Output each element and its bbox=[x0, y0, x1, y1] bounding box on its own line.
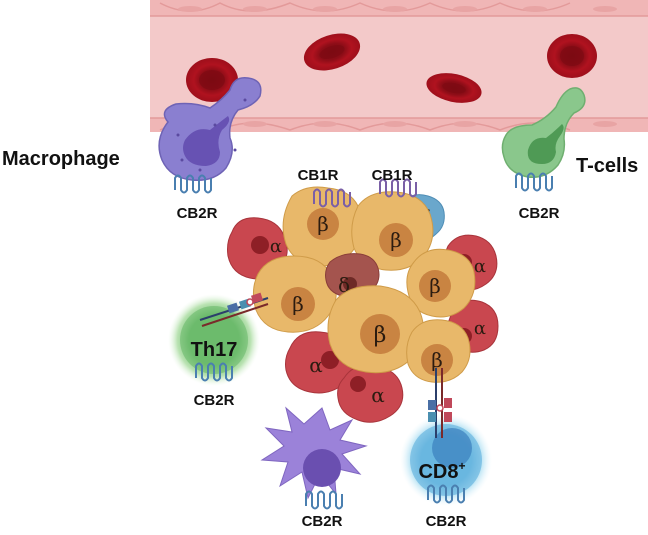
alpha-label: α bbox=[309, 353, 323, 377]
macrophage-cell bbox=[158, 77, 262, 194]
cb1r-receptor bbox=[313, 188, 351, 208]
cd8-text: CD8 bbox=[418, 461, 458, 483]
beta-label: β bbox=[431, 348, 443, 372]
cd8-t-cell: CD8+ bbox=[400, 414, 492, 506]
th17-cell: Th17 bbox=[168, 294, 260, 386]
beta-cell: β bbox=[351, 191, 434, 271]
macrophage-label: Macrophage bbox=[2, 148, 120, 170]
dendritic-cell bbox=[260, 406, 368, 510]
t-cells-label: T-cells bbox=[576, 155, 638, 177]
alpha-label: α bbox=[270, 236, 282, 257]
alpha-label: α bbox=[371, 383, 385, 407]
cb2r-label: CB2R bbox=[177, 205, 218, 222]
cb2r-label: CB2R bbox=[302, 513, 343, 530]
tcr-mhc-complex bbox=[199, 292, 269, 327]
beta-cell: β bbox=[282, 186, 363, 267]
red-blood-cell bbox=[426, 73, 482, 103]
cb2r-label: CB2R bbox=[426, 513, 467, 530]
cb2r-label: CB2R bbox=[519, 205, 560, 222]
red-blood-cell bbox=[186, 58, 238, 102]
beta-cell: β bbox=[406, 248, 476, 318]
cb1r-label: CB1R bbox=[372, 167, 413, 184]
alpha-label: α bbox=[474, 256, 486, 277]
beta-label: β bbox=[374, 323, 387, 348]
beta-label: β bbox=[317, 212, 329, 236]
alpha-cell: α bbox=[337, 364, 404, 423]
beta-label: β bbox=[390, 228, 402, 252]
beta-label: β bbox=[292, 292, 304, 316]
t-cell bbox=[501, 87, 586, 192]
cd8-superscript: + bbox=[459, 459, 466, 473]
cd8-label: CD8+ bbox=[418, 459, 465, 483]
beta-label: β bbox=[429, 274, 441, 298]
red-blood-cell bbox=[303, 33, 361, 71]
beta-cell: β bbox=[406, 319, 471, 383]
cb2r-label: CB2R bbox=[194, 392, 235, 409]
th17-label: Th17 bbox=[191, 339, 238, 361]
tcr-mhc-complex bbox=[428, 368, 452, 438]
red-blood-cell bbox=[547, 34, 597, 78]
beta-cell: β bbox=[252, 255, 337, 333]
alpha-label: α bbox=[474, 318, 486, 339]
cb1r-label: CB1R bbox=[298, 167, 339, 184]
